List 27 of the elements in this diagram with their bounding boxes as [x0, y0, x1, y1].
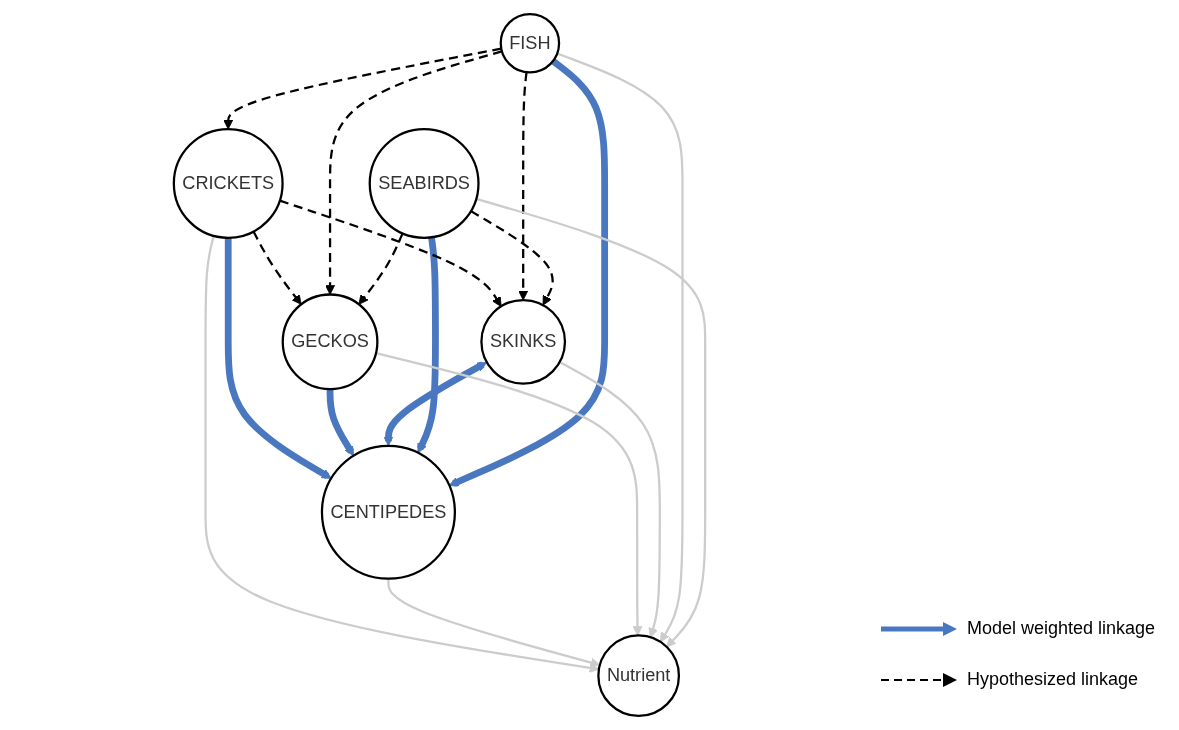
arrow	[326, 389, 355, 457]
legend-text: Model weighted linkage	[967, 618, 1156, 639]
arrow	[204, 235, 600, 673]
arrow	[383, 361, 487, 447]
arrow	[470, 210, 554, 306]
node-circle: SEABIRDS	[368, 127, 480, 239]
node-circle: CRICKETS	[172, 127, 284, 239]
arrow	[416, 236, 439, 454]
arrow	[358, 232, 404, 305]
arrow	[559, 361, 661, 638]
arrow	[448, 58, 609, 487]
node-circle: GECKOS	[281, 293, 379, 391]
arrow	[387, 578, 601, 668]
arrow	[279, 199, 502, 307]
arrow	[556, 52, 684, 643]
arrow	[224, 237, 332, 480]
legend-text: Hypothesized linkage	[967, 669, 1139, 690]
arrow	[375, 352, 643, 636]
node-circle: CENTIPEDES	[320, 444, 456, 580]
node-circle: SKINKS	[480, 298, 567, 385]
arrow	[252, 231, 302, 305]
arrow	[223, 47, 502, 130]
arrow	[475, 197, 707, 648]
arrow	[518, 72, 529, 301]
node-circle: FISH	[499, 12, 561, 74]
arrow	[325, 50, 503, 295]
node-circle: Nutrient	[597, 634, 681, 718]
